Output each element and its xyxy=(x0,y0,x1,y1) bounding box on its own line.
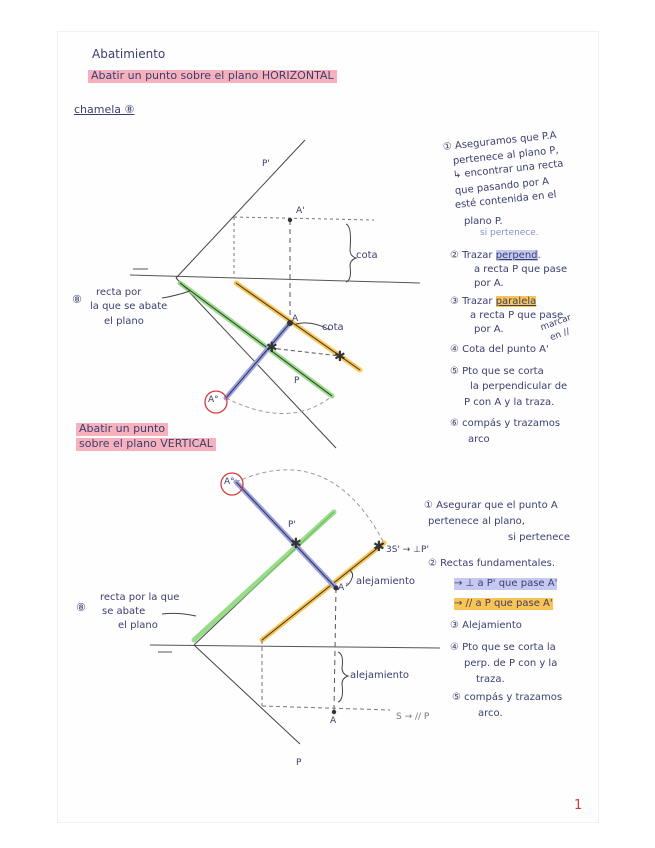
page-title: Abatimiento xyxy=(92,47,166,61)
step2-5-line2: arco. xyxy=(478,708,503,719)
label-a-2: A xyxy=(330,716,337,726)
dash-vertical-a2 xyxy=(333,587,337,713)
red-circle-a-ab-2 xyxy=(220,472,244,496)
dash-cross xyxy=(269,347,341,357)
step2-2a: → ⊥ a P' que pase A' xyxy=(454,578,558,590)
step3-prefix: ③ Trazar xyxy=(450,296,496,307)
step2-line1: ② Trazar perpend. xyxy=(450,250,541,262)
arc-2 xyxy=(235,469,385,544)
alejamiento-brace-top xyxy=(345,569,354,587)
label-p-prime-1: P' xyxy=(262,159,270,169)
step1-note: si pertenece. xyxy=(480,228,539,238)
label-a-1: A xyxy=(292,314,299,324)
label-cota-1: cota xyxy=(356,250,378,261)
green-line-1-ink xyxy=(179,282,333,397)
note-arrow-2 xyxy=(161,612,197,617)
step2-4-line2: perp. de P con y la xyxy=(464,658,558,669)
step4-line1: ④ Cota del punto A' xyxy=(450,344,549,355)
step2-4-line3: traza. xyxy=(476,674,505,685)
label-ss: 3S' → ⊥P' xyxy=(386,545,429,555)
chamela-label: chamela ⑧ xyxy=(74,103,135,116)
step5-line2: la perpendicular de xyxy=(470,381,568,392)
step2-line2: a recta P que pase xyxy=(474,264,568,275)
step3-line2: a recta P que pase xyxy=(470,310,564,321)
ground-line-1 xyxy=(129,274,421,284)
section1-title: Abatir un punto sobre el plano HORIZONTA… xyxy=(88,69,337,83)
step2-1-line2: pertenece al plano, xyxy=(428,516,525,527)
side-note-2-line3: el plano xyxy=(118,620,158,631)
label-a-ab-1: A° xyxy=(208,395,219,405)
cota-arc-small xyxy=(295,322,331,331)
label-p-2: P xyxy=(296,758,302,768)
cross-mark-1: ✱ xyxy=(266,340,278,356)
trace-p-prime-1 xyxy=(175,139,306,279)
step5-line3: P con A y la traza. xyxy=(464,397,555,408)
step2-dot: . xyxy=(537,250,541,261)
step2-2: ② Rectas fundamentales. xyxy=(428,558,556,569)
section2-title-line2: sobre el plano VERTICAL xyxy=(76,437,216,451)
step2-1-line3: si pertenece xyxy=(508,532,570,543)
label-cota-2: cota xyxy=(322,322,344,333)
label-alejamiento-top: alejamiento xyxy=(356,576,416,587)
label-p-prime-2: P' xyxy=(288,520,296,530)
orange-line-2-ink xyxy=(261,542,385,641)
point-a-2 xyxy=(331,709,337,715)
point-a-dprime-2 xyxy=(333,585,339,591)
label-s: S → // P xyxy=(396,712,430,722)
side-note-1-line3: el plano xyxy=(104,316,144,327)
label-a-prime-1: A' xyxy=(296,206,305,216)
step2-prefix: ② Trazar xyxy=(450,250,496,261)
red-circle-a-ab-1 xyxy=(204,390,228,414)
label-p-1: P xyxy=(294,376,300,386)
ground-line-2 xyxy=(149,644,441,649)
step3-line3: por A. xyxy=(474,324,504,335)
section2-title-line1: Abatir un punto xyxy=(76,422,169,436)
step2-3: ③ Alejamiento xyxy=(450,620,522,631)
label-alejamiento-bottom: alejamiento xyxy=(350,670,410,681)
trace-p-2 xyxy=(193,644,301,745)
step2-4-line1: ④ Pto que se corta la xyxy=(450,642,556,653)
cota-brace-1 xyxy=(345,223,358,283)
page-number: 1 xyxy=(574,798,583,813)
step2-5-line1: ⑤ compás y trazamos xyxy=(452,692,563,703)
alejamiento-brace-2 xyxy=(337,651,350,703)
step3-line1: ③ Trazar paralela xyxy=(450,296,537,308)
dash-s xyxy=(261,705,391,711)
arc-1 xyxy=(225,395,333,414)
step2-highlight: perpend xyxy=(495,250,538,261)
purple-line-1-ink xyxy=(225,322,291,399)
side-note-1-line2: la que se abate xyxy=(90,301,168,312)
note-arrow-1 xyxy=(161,290,191,299)
step2-1-line1: ① Asegurar que el punto A xyxy=(424,500,558,511)
cross-mark-2: ✱ xyxy=(334,349,346,365)
step5-line1: ⑤ Pto que se corta xyxy=(450,366,544,377)
point-a-prime-1 xyxy=(287,217,293,223)
purple-line-2-ink xyxy=(235,481,337,589)
side-note-1-line1: recta por xyxy=(96,287,142,298)
label-a-dprime-2: A´ xyxy=(338,583,349,593)
point-a-1 xyxy=(287,320,293,326)
dash-cota-top xyxy=(233,216,375,221)
side-note-2-line2: se abate xyxy=(102,606,146,617)
step1-line6: plano P. xyxy=(464,216,503,227)
side-note-marker-2: ⑧ xyxy=(76,601,86,614)
side-note-2-line1: recta por la que xyxy=(100,592,180,603)
step2-line3: por A. xyxy=(474,278,504,289)
step6-line2: arco xyxy=(468,434,490,445)
step2-2b: → // a P que pase A' xyxy=(454,598,553,610)
cross-mark-4: ✱ xyxy=(373,539,385,555)
step3-highlight: paralela xyxy=(495,296,537,307)
green-line-2 xyxy=(191,509,337,643)
cross-mark-3: ✱ xyxy=(290,536,302,552)
side-note-marker-1: ⑧ xyxy=(72,293,82,306)
orange-line-1-ink xyxy=(235,282,361,371)
label-a-ab-2: A° xyxy=(224,477,235,487)
step6-line1: ⑥ compás y trazamos xyxy=(450,418,561,429)
